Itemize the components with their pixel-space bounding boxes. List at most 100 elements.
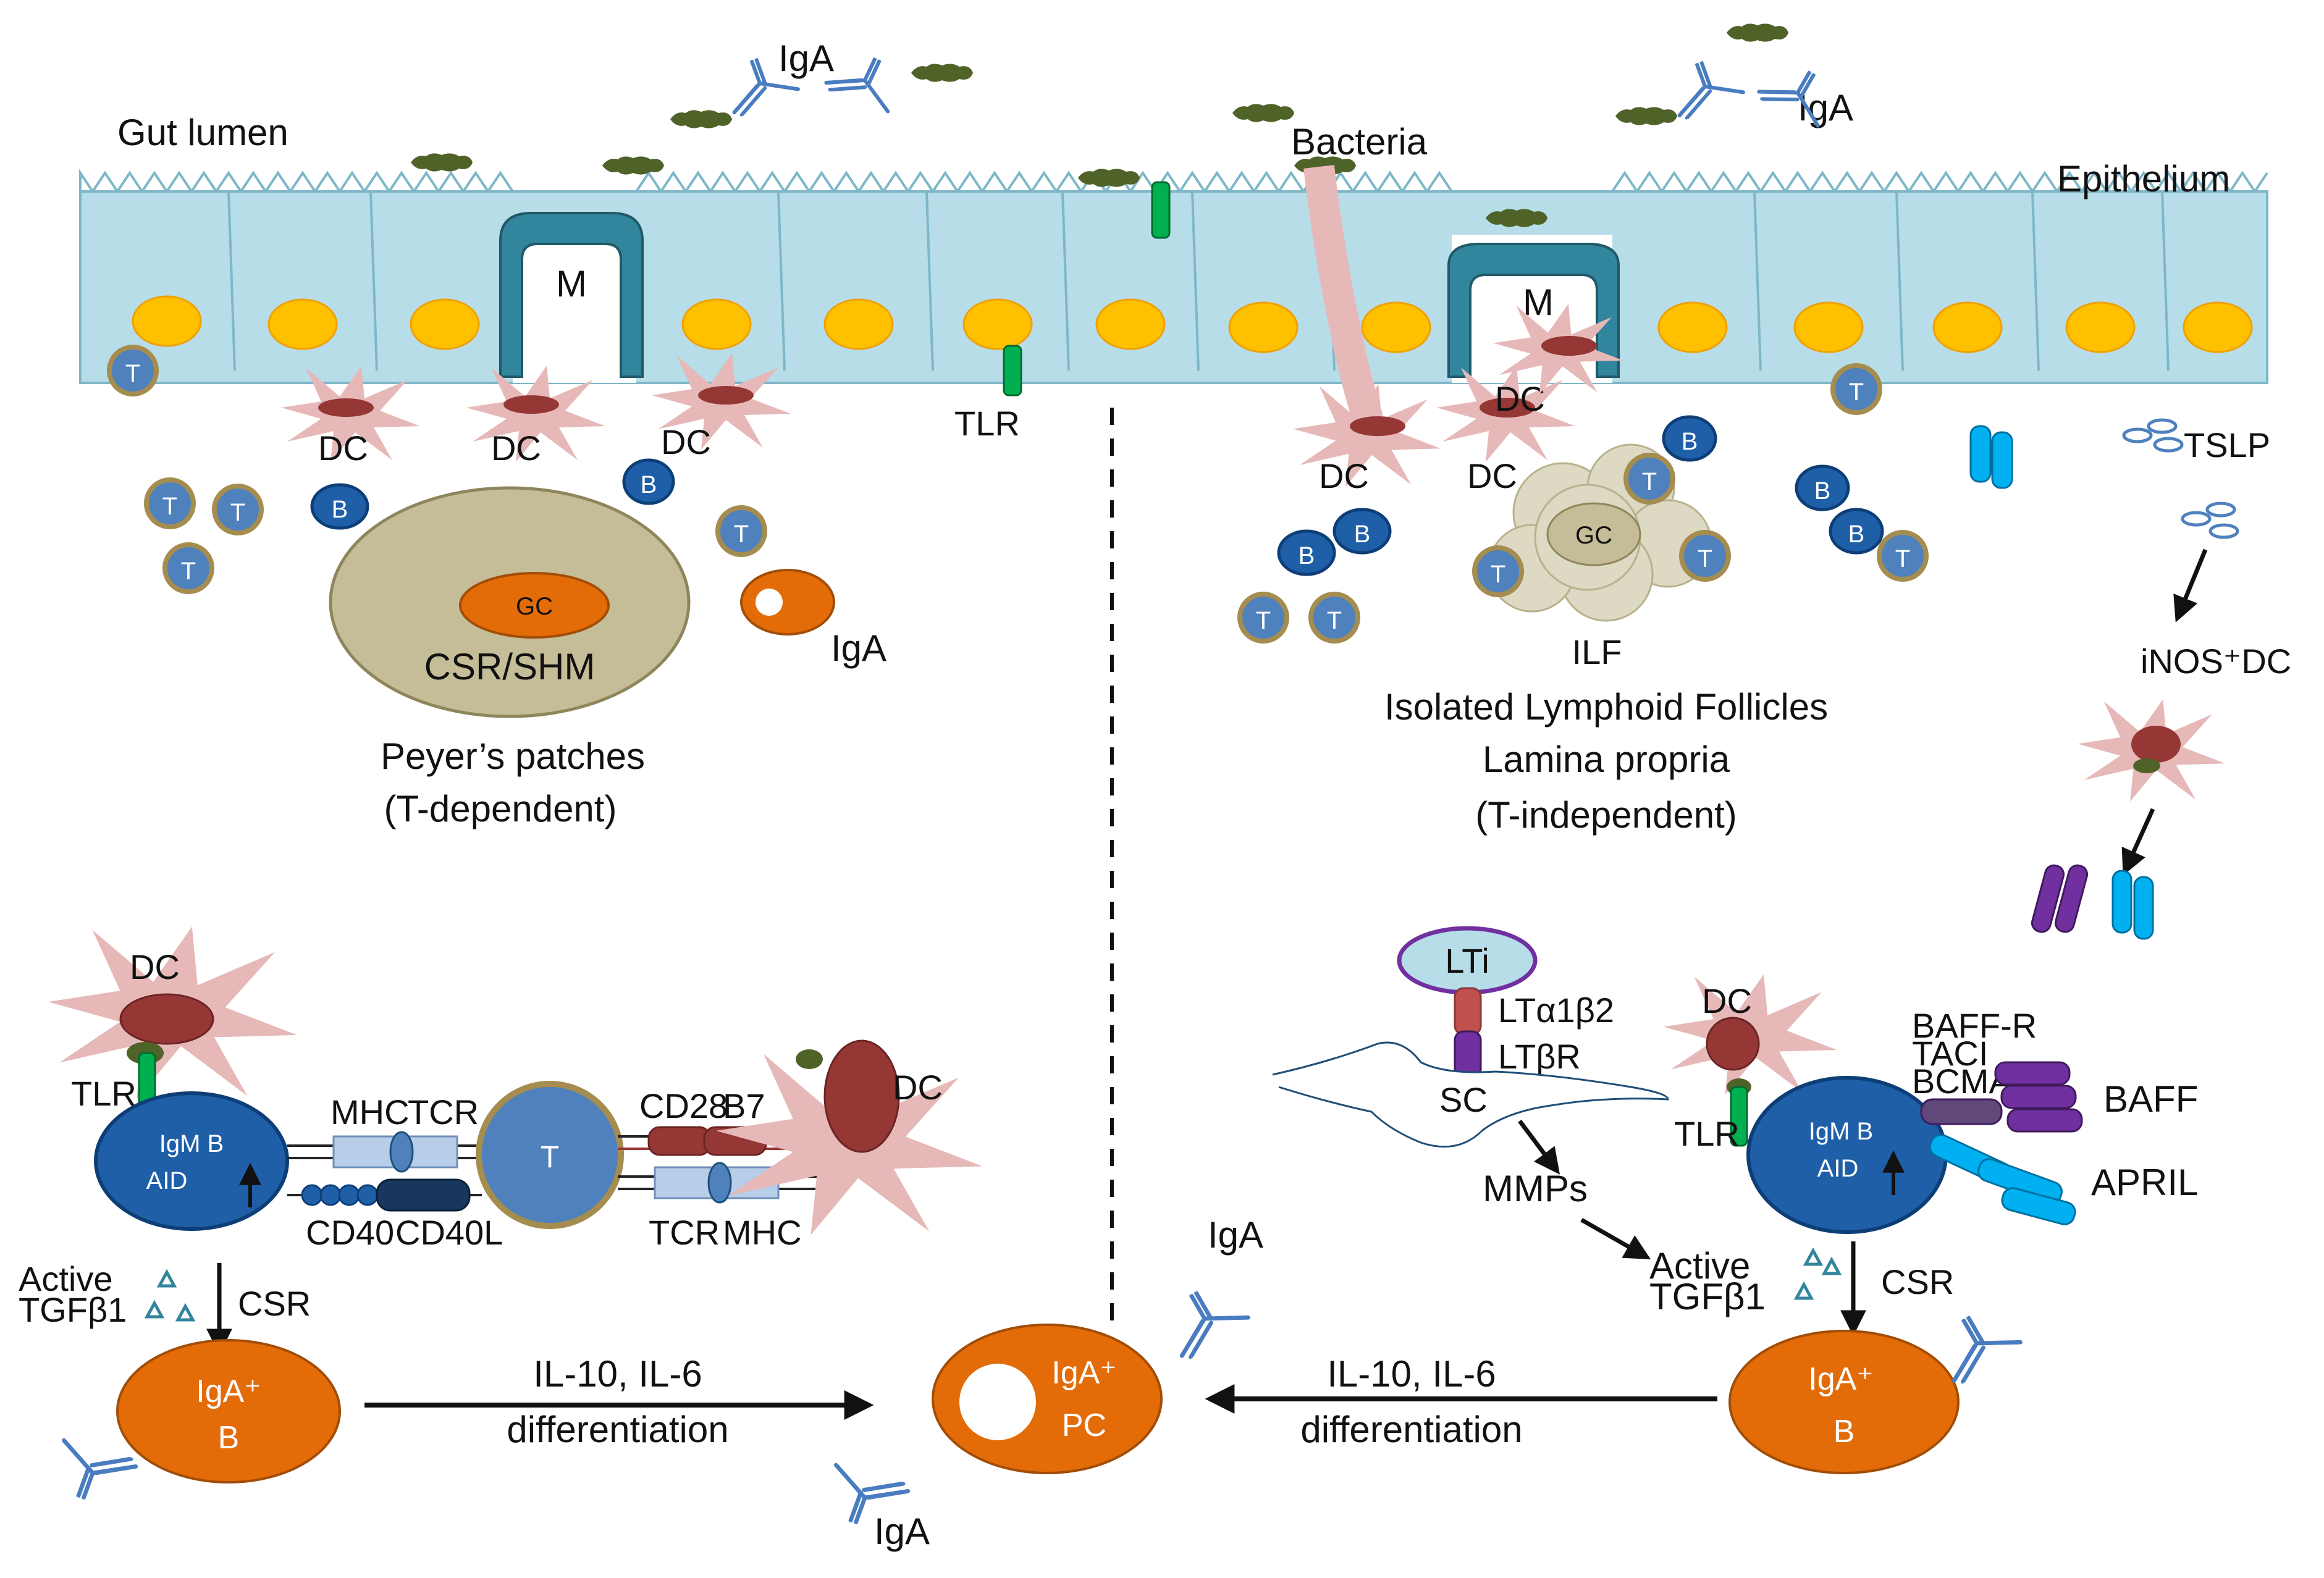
taci-label: TACI <box>1912 1034 1988 1073</box>
t-independent-label: (T-independent) <box>1475 794 1737 836</box>
b-label-left-iga: B <box>218 1420 240 1456</box>
t-cell: T <box>1877 530 1929 582</box>
dc-group-upper-left: DC DC DC <box>281 353 791 468</box>
active-label-right: Active <box>1649 1245 1750 1286</box>
gc-right-label: GC <box>1575 522 1612 549</box>
tlr-label-lower-right: TLR <box>1674 1114 1740 1153</box>
baff-r-label: BAFF-R <box>1912 1006 2037 1045</box>
svg-text:B: B <box>1354 521 1371 548</box>
april-cluster-top <box>1969 425 2013 489</box>
cd40-label: CD40 <box>306 1213 394 1252</box>
ilf-label: ILF <box>1572 632 1622 671</box>
igm-b-label-right: IgM B <box>1809 1118 1873 1145</box>
iga-b-cell-right <box>1728 1330 1960 1474</box>
iga-b-cell-left <box>116 1339 341 1484</box>
epithelial-nuclei <box>132 295 2253 353</box>
epithelium-layer <box>79 169 2268 384</box>
tcr-label-right: TCR <box>649 1213 720 1252</box>
lower-right-mechanism: LTi LTα1β2 LTβR SC MMPs Active TGFβ1 DC … <box>1205 926 2198 1474</box>
cd40-left <box>301 1184 379 1206</box>
svg-text:T: T <box>230 499 245 526</box>
tgfb1-triangles-right <box>1793 1247 1842 1300</box>
m-cell-left-label: M <box>556 263 587 304</box>
iga-label-mid-left: IgA <box>831 627 886 669</box>
iga-label-pc-bottom: IgA <box>874 1511 930 1552</box>
igm-b-label-left: IgM B <box>159 1130 224 1157</box>
april-label: APRIL <box>2091 1162 2198 1203</box>
cd40l-left <box>376 1178 471 1212</box>
ilf-region: GC ILF Isolated Lymphoid Follicles Lamin… <box>1384 443 1828 836</box>
lower-left-mechanism: DC TLR IgM B AID MHC TCR CD40 CD40L T CD… <box>19 926 983 1511</box>
t-cell: T <box>1472 545 1524 597</box>
svg-text:B: B <box>1299 542 1315 569</box>
tlr-lower-right <box>1730 1086 1748 1147</box>
tgfb1-label-left: TGFβ1 <box>19 1290 127 1329</box>
sc-label: SC <box>1439 1080 1488 1119</box>
b-cell: B <box>1795 464 1850 511</box>
gc-left-label: GC <box>516 593 553 620</box>
svg-text:B: B <box>1682 428 1698 455</box>
lymphocytes-upper-left: T T T T T B B IgA <box>107 345 886 669</box>
tlr-basal <box>1003 345 1022 397</box>
gc-left <box>459 572 610 639</box>
svg-text:T: T <box>1327 607 1342 634</box>
iga-label-top-left: IgA <box>778 38 834 79</box>
gc-right <box>1546 502 1641 566</box>
lta1b2-label: LTα1β2 <box>1498 991 1614 1030</box>
csr-label-left: CSR <box>238 1284 311 1323</box>
aid-label-left: AID <box>146 1167 188 1194</box>
stromal-cell <box>1272 1041 1669 1148</box>
svg-text:B: B <box>1814 477 1831 505</box>
differentiation-right: differentiation <box>1300 1409 1522 1450</box>
tlr-apical <box>1151 181 1171 239</box>
ltbr-label: LTβR <box>1498 1037 1581 1076</box>
b-cell: B <box>310 483 369 530</box>
baff-label: BAFF <box>2103 1078 2198 1120</box>
cd40l-label: CD40L <box>395 1213 503 1252</box>
gut-lumen-label: Gut lumen <box>117 112 288 153</box>
svg-text:B: B <box>641 471 657 498</box>
t-cell-large <box>476 1081 624 1229</box>
b-cell: B <box>1333 508 1392 555</box>
t-cell: T <box>212 484 264 535</box>
iga-plus-label-left: IgA⁺ <box>196 1374 261 1409</box>
m-cell-pocket-left <box>513 235 636 383</box>
svg-text:T: T <box>1895 545 1910 573</box>
pc-label: PC <box>1062 1408 1106 1443</box>
april-ligand <box>1929 1133 2076 1225</box>
tlr-label-lower-left: TLR <box>71 1074 137 1113</box>
igm-b-cell-left <box>94 1091 289 1231</box>
t-cell: T <box>1679 530 1731 582</box>
il10-il6-right: IL-10, IL-6 <box>1327 1353 1496 1395</box>
svg-text:T: T <box>125 360 140 387</box>
baff-ligand <box>1994 1061 2083 1133</box>
dc-label-4: DC <box>1319 456 1369 495</box>
b-cell: B <box>622 458 675 505</box>
lta1b2 <box>1454 987 1482 1036</box>
t-dependent-label: (T-dependent) <box>384 788 617 829</box>
dc-label-7: DC <box>130 947 180 986</box>
t-cell-large-label: T <box>541 1139 560 1174</box>
inos-dc-label: iNOS⁺DC <box>2141 642 2291 681</box>
aid-label-right: AID <box>1817 1155 1859 1182</box>
il10-il6-left: IL-10, IL-6 <box>533 1353 702 1395</box>
svg-text:T: T <box>734 521 749 548</box>
t-cell: T <box>144 477 196 529</box>
iga-plasma-cell: IgA⁺ PC IgA IgA <box>820 1214 1263 1552</box>
dc-label-1: DC <box>318 429 368 468</box>
svg-text:T: T <box>1642 468 1657 495</box>
svg-text:T: T <box>1698 545 1712 573</box>
peyers-patch-region: GC CSR/SHM Peyer’s patches (T-dependent) <box>329 486 691 829</box>
svg-text:T: T <box>162 493 177 520</box>
dc-label-2: DC <box>491 429 541 468</box>
svg-text:T: T <box>1849 379 1864 406</box>
b-cell: B <box>1277 529 1336 576</box>
cd28 <box>647 1126 712 1156</box>
tslp-group: TSLP iNOS⁺DC <box>2078 418 2291 876</box>
baff-april-cluster <box>2031 864 2154 940</box>
iga-plasma-cell-small <box>740 569 835 636</box>
lymphocytes-upper-right: B B B B B T T T T T T T <box>1237 363 1929 644</box>
t-cell: T <box>107 345 159 397</box>
t-cell: T <box>1830 363 1882 415</box>
